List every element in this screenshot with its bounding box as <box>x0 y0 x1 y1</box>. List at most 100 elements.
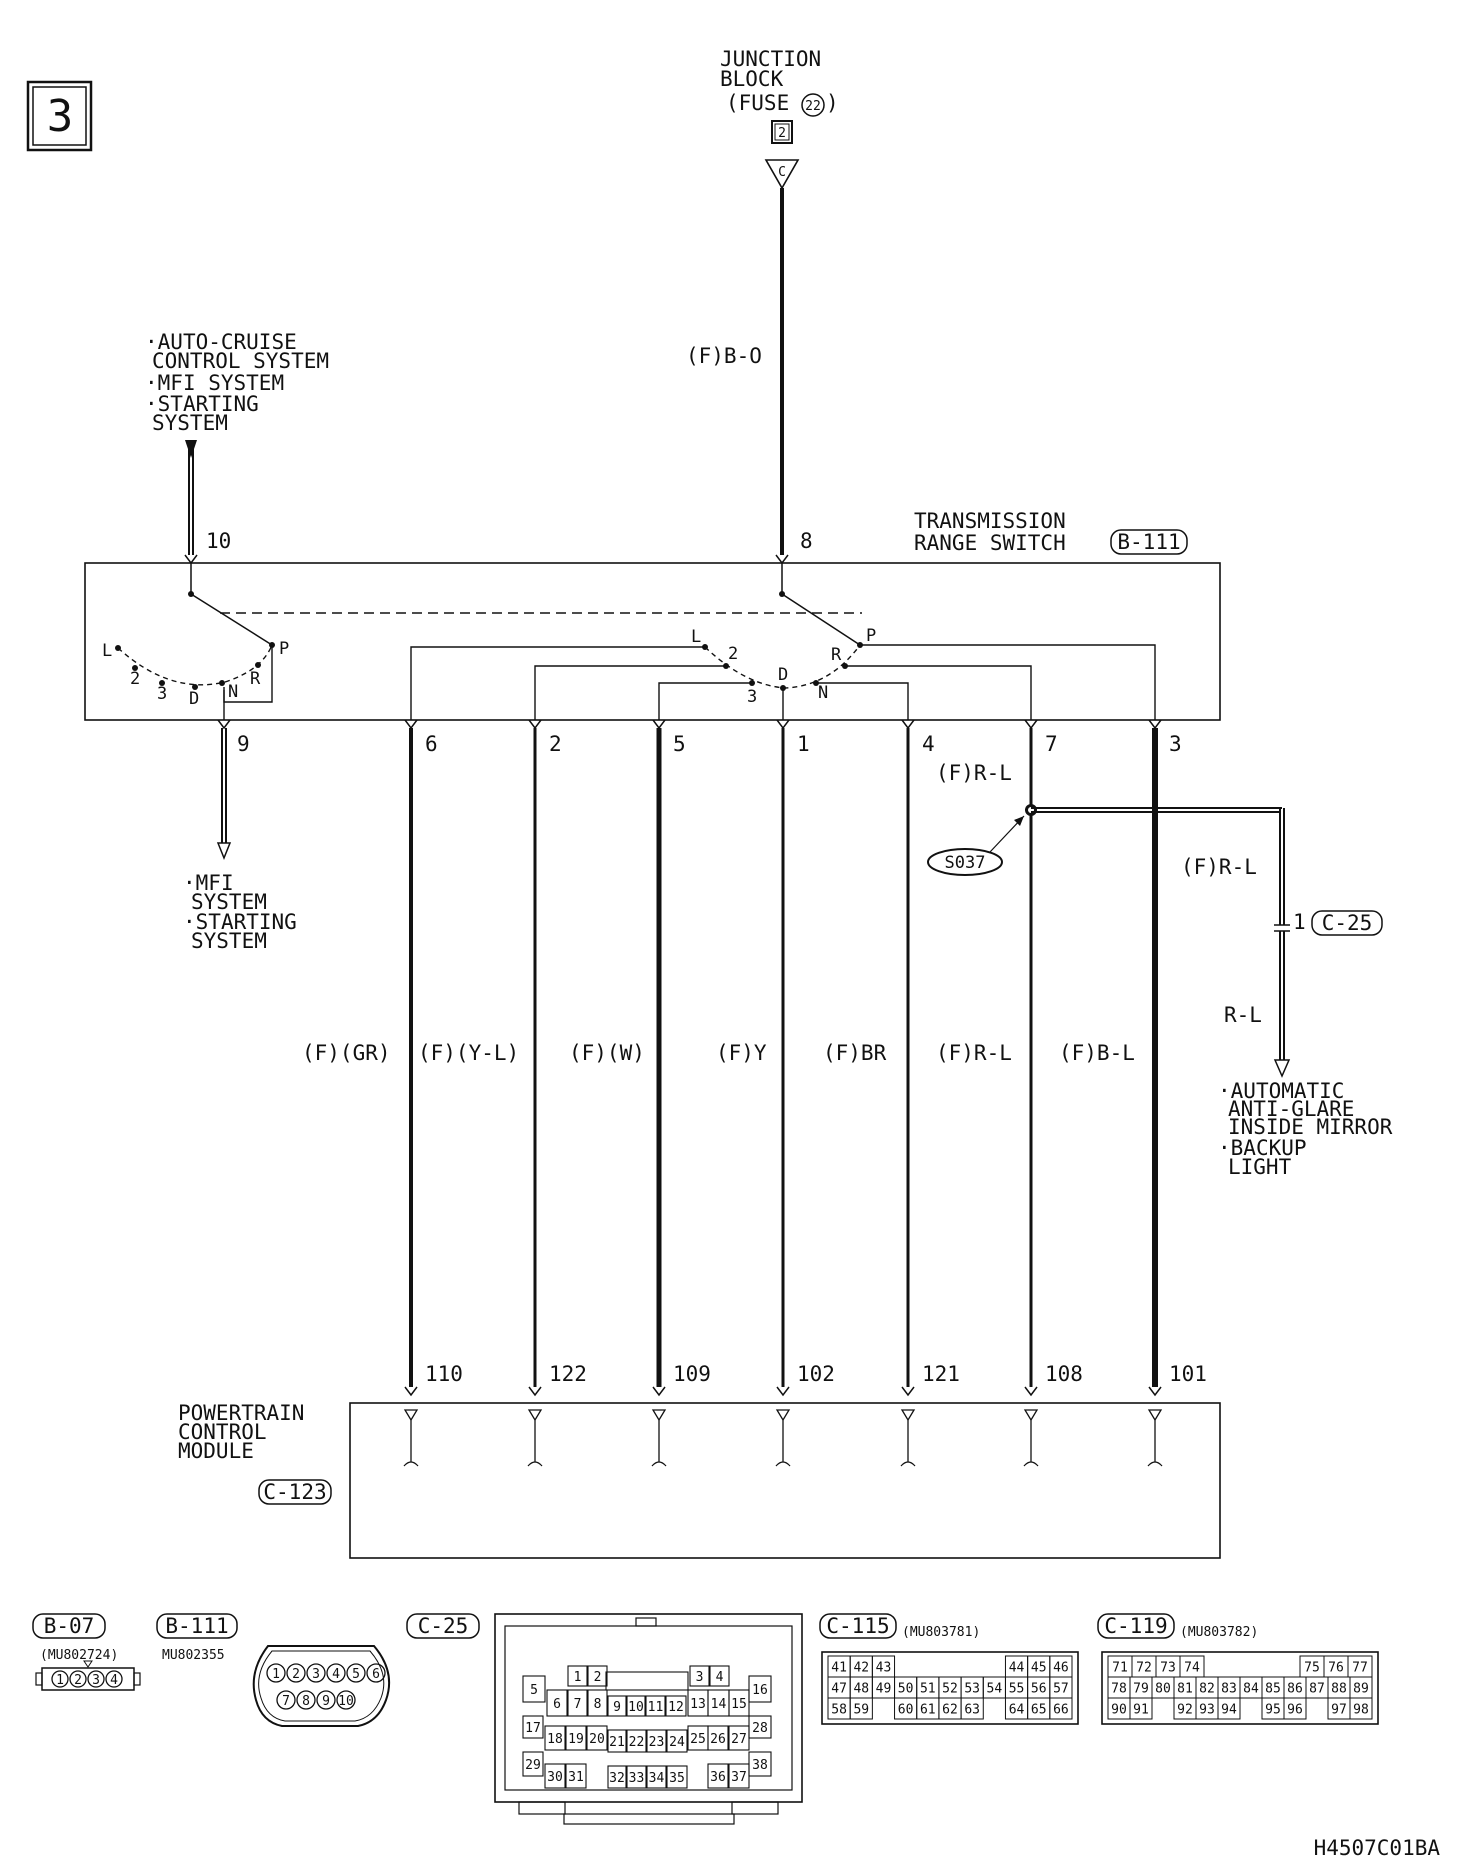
c25-pin-label: 33 <box>629 1771 645 1786</box>
pcm-line1: POWERTRAIN <box>178 1401 304 1425</box>
c25-pin-label: 23 <box>649 1735 665 1750</box>
c115-pin-label: 50 <box>898 1682 914 1697</box>
c25-pin-label: 38 <box>752 1758 768 1773</box>
left-top-destinations: ·AUTO-CRUISE CONTROL SYSTEM ·MFI SYSTEM … <box>145 330 329 435</box>
trs-output-arrow <box>1024 719 1038 730</box>
trs-left-pos-L: L <box>102 641 112 661</box>
c115-pin-label: 55 <box>1009 1682 1025 1697</box>
b07-pin <box>69 1670 87 1688</box>
c119-pin-label: 86 <box>1287 1682 1303 1697</box>
pcm-terminal <box>1147 1409 1163 1422</box>
trs-output-pin: 3 <box>1169 732 1182 756</box>
b07-pin <box>87 1670 105 1688</box>
b111-pin-label: 7 <box>282 1694 290 1709</box>
splice-pin: 1 <box>1293 910 1306 934</box>
c119-pin-label: 78 <box>1111 1682 1127 1697</box>
junction-block-line2: BLOCK <box>720 67 784 91</box>
junction-block-line3: (FUSE <box>726 91 789 115</box>
diagram-code: H4507C01BA <box>1314 1836 1441 1860</box>
pcm-ground-symbol <box>775 1420 791 1467</box>
trs-left-pos-D: D <box>189 689 199 709</box>
trs-right-pos-2: 2 <box>728 644 738 664</box>
left-bottom-dest-3: SYSTEM <box>191 929 267 953</box>
page-number: 3 <box>47 91 74 142</box>
pcm-terminal <box>1023 1409 1039 1422</box>
c25-pin-label: 35 <box>669 1771 685 1786</box>
c25-pin-label: 28 <box>752 1721 768 1736</box>
c119-pin-label: 93 <box>1199 1703 1215 1718</box>
wire-color-label: (F)B-L <box>1059 1041 1135 1065</box>
left-bottom-destinations: ·MFI SYSTEM ·STARTING SYSTEM <box>183 871 297 953</box>
c119-pin-label: 91 <box>1133 1703 1149 1718</box>
right-dest-1: ANTI-GLARE <box>1228 1097 1354 1121</box>
b111-pin-label: 6 <box>372 1667 380 1682</box>
trs-output-arrow <box>901 719 915 730</box>
c25-pin-label: 5 <box>530 1683 538 1698</box>
c119-pin <box>1283 1697 1307 1720</box>
fuse-number-circle <box>801 93 825 117</box>
c115-pin-label: 41 <box>831 1661 847 1676</box>
c25-pin <box>626 1695 646 1717</box>
left-top-arrow <box>185 440 197 458</box>
junction-connector-triangle: C <box>764 159 800 190</box>
c115-pin-label: 61 <box>920 1703 936 1718</box>
pcm-ground-symbol <box>651 1420 667 1467</box>
left-bottom-dest-2: ·STARTING <box>183 910 297 934</box>
c119-pin-label: 82 <box>1199 1682 1215 1697</box>
c25-pin-label: 4 <box>716 1670 724 1685</box>
c25-pin <box>565 1763 587 1789</box>
c25-pin-label: 36 <box>710 1770 726 1785</box>
b111-pin-label: 1 <box>272 1667 280 1682</box>
c115-pin <box>960 1697 984 1720</box>
junction-block-line1: JUNCTION <box>720 47 821 71</box>
c25-pin <box>626 1729 647 1753</box>
c25-pin-label: 21 <box>609 1735 625 1750</box>
left-top-dest-4: SYSTEM <box>152 411 228 435</box>
pcm-pin-number: 109 <box>673 1362 711 1386</box>
pcm-input-arrow <box>901 1386 915 1397</box>
pcm-input-arrow <box>1024 1386 1038 1397</box>
trs-pin-9: 9 <box>237 732 250 756</box>
b111-pin <box>266 1663 286 1683</box>
pcm-terminal <box>900 1409 916 1422</box>
right-dest-4: LIGHT <box>1228 1155 1292 1179</box>
c25-pin <box>707 1725 729 1751</box>
c119-pin-label: 85 <box>1265 1682 1281 1697</box>
pcm-ground-symbol <box>900 1420 916 1467</box>
b07-pin-label: 1 <box>56 1673 64 1688</box>
c25-pin <box>748 1675 772 1703</box>
c119-pin-label: 76 <box>1328 1661 1344 1676</box>
c25-pin <box>707 1763 729 1789</box>
splice-upper-label: (F)R-L <box>936 761 1012 785</box>
b111-pin <box>296 1690 316 1710</box>
right-dest-2: INSIDE MIRROR <box>1228 1115 1393 1139</box>
b111-pin <box>346 1663 366 1683</box>
b07-id: B-07 <box>44 1614 95 1638</box>
c119-pin-label: 94 <box>1221 1703 1237 1718</box>
c25-pin-label: 34 <box>649 1771 665 1786</box>
pcm-label: POWERTRAIN CONTROL MODULE C-123 <box>178 1401 332 1505</box>
c25-pin-label: 32 <box>609 1771 625 1786</box>
c115-pin-label: 44 <box>1009 1661 1025 1676</box>
c25-pin <box>587 1689 608 1717</box>
c119-pin-label: 75 <box>1304 1661 1320 1676</box>
junction-pin-box: 2 <box>771 120 793 144</box>
right-destinations: ·AUTOMATIC ANTI-GLARE INSIDE MIRROR ·BAC… <box>1218 1079 1393 1179</box>
c25-pin <box>544 1725 566 1751</box>
trs-left-pos-P: P <box>279 639 289 659</box>
pcm-terminal <box>527 1409 543 1422</box>
trs-internal-conductors <box>410 644 1156 720</box>
trs-output-arrow <box>528 719 542 730</box>
c115-pin-label: 42 <box>853 1661 869 1676</box>
b07-pin <box>51 1670 69 1688</box>
b111-pin-label: 9 <box>322 1694 330 1709</box>
c115-id: C-115 <box>826 1614 889 1638</box>
b111-pin <box>326 1663 346 1683</box>
pcm-pin-number: 108 <box>1045 1362 1083 1386</box>
c25-pin-label: 2 <box>594 1670 602 1685</box>
c25-pin <box>709 1665 730 1687</box>
c115-pin-label: 62 <box>942 1703 958 1718</box>
trs-right-switch: L 2 3 D N R P <box>691 563 876 707</box>
